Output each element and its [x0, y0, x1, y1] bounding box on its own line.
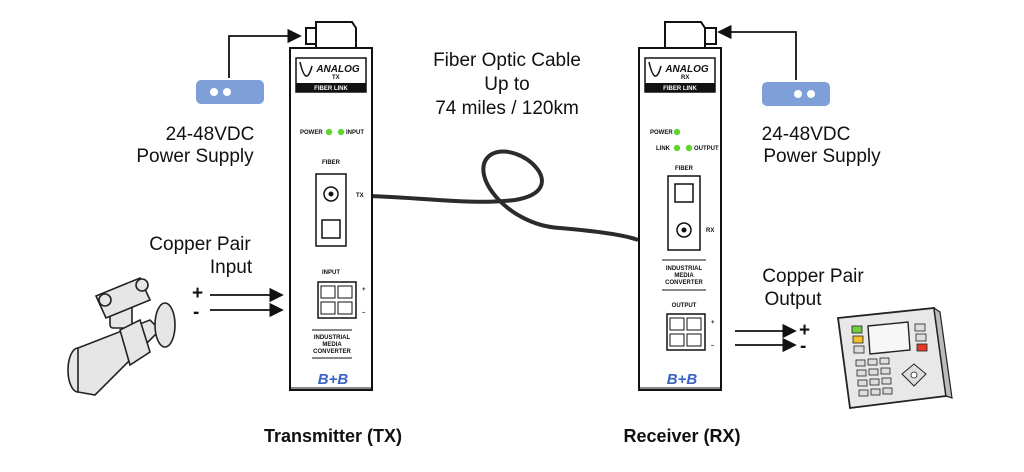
- tx-caption: Transmitter (TX): [264, 426, 402, 446]
- rx-port-label: RX: [706, 228, 714, 234]
- tx-led-input-label: INPUT: [346, 130, 364, 136]
- rx-output-label1: Copper Pair: [762, 266, 864, 287]
- tx-fiber-label: FIBER: [322, 160, 341, 166]
- rx-badge-sub: RX: [681, 75, 689, 81]
- tx-plus: +: [192, 283, 203, 304]
- tx-badge-bottom: FIBER LINK: [314, 86, 348, 92]
- tx-term-plus: +: [362, 287, 366, 293]
- cable-label-line1: Fiber Optic Cable: [433, 50, 581, 71]
- rx-brand-logo: B+B: [667, 371, 698, 388]
- rx-power-label: 24-48VDC: [762, 124, 851, 145]
- rx-led-link-label: LINK: [656, 146, 671, 152]
- tx-input-label1: Copper Pair: [149, 234, 251, 255]
- tx-io-label: INPUT: [322, 270, 340, 276]
- rx-media-converter: ANALOG RX FIBER LINK POWER LINK OUTPUT F…: [638, 21, 722, 391]
- tx-power-label: 24-48VDC: [166, 124, 255, 145]
- rx-power-led-icon: [673, 128, 681, 136]
- rx-output-led-icon: [685, 144, 693, 152]
- tx-led-power-label: POWER: [300, 130, 323, 136]
- cable-label-line2: Up to: [484, 74, 529, 95]
- tx-badge-sub: TX: [332, 75, 340, 81]
- rx-plus: +: [799, 320, 810, 341]
- rx-power-label2: Power Supply: [763, 146, 881, 167]
- rx-led-power-label: POWER: [650, 130, 673, 136]
- rx-output-label2: Output: [764, 289, 822, 310]
- tx-badge-title: ANALOG: [315, 64, 360, 75]
- rx-footer2: MEDIA: [674, 273, 694, 279]
- cable-label-line3: 74 miles / 120km: [435, 98, 579, 119]
- rx-badge-bottom: FIBER LINK: [663, 86, 697, 92]
- rx-led-output-label: OUTPUT: [694, 146, 719, 152]
- rx-footer1: INDUSTRIAL: [666, 266, 703, 272]
- tx-minus: -: [193, 302, 199, 323]
- tx-brand-logo: B+B: [318, 371, 349, 388]
- flow-meter-icon: [67, 276, 176, 396]
- tx-power-led-icon: [325, 128, 333, 136]
- rx-badge-title: ANALOG: [664, 64, 709, 75]
- rx-term-plus: +: [711, 320, 715, 326]
- rx-term-minus: –: [711, 343, 715, 349]
- rx-caption: Receiver (RX): [623, 426, 740, 446]
- rx-footer3: CONVERTER: [665, 280, 703, 286]
- tx-footer3: CONVERTER: [313, 349, 351, 355]
- tx-input-led-icon: [337, 128, 345, 136]
- controller-display-icon: [836, 306, 953, 410]
- tx-power-label2: Power Supply: [136, 146, 254, 167]
- tx-port-label: TX: [356, 193, 364, 199]
- tx-footer1: INDUSTRIAL: [314, 335, 351, 341]
- tx-media-converter: ANALOG TX FIBER LINK POWER INPUT FIBER T…: [289, 21, 373, 391]
- rx-io-label: OUTPUT: [672, 303, 697, 309]
- rx-minus: -: [800, 336, 806, 357]
- rx-link-led-icon: [673, 144, 681, 152]
- fiber-cable: [368, 149, 639, 242]
- tx-input-label2: Input: [210, 257, 253, 278]
- rx-fiber-label: FIBER: [675, 166, 694, 172]
- tx-term-minus: –: [362, 310, 366, 316]
- tx-footer2: MEDIA: [322, 342, 342, 348]
